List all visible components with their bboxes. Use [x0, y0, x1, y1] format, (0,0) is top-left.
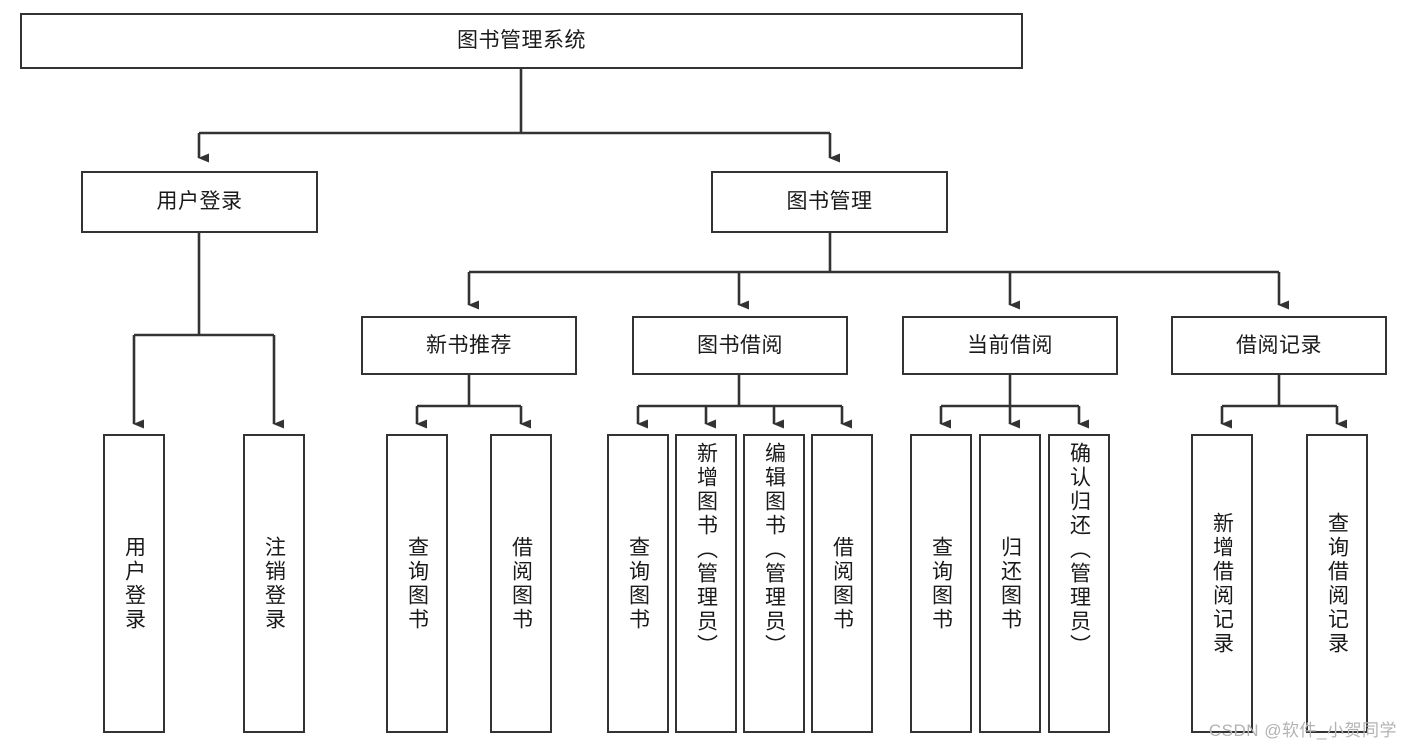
node-leaf-query-book-recommend[interactable]: 查询图书: [386, 434, 448, 733]
node-label: 用户登录: [156, 190, 243, 214]
node-label: 图书管理: [786, 190, 873, 214]
node-current-borrow[interactable]: 当前借阅: [902, 316, 1118, 375]
node-label: 新增图书（管理员）: [694, 442, 718, 658]
node-leaf-borrow-book-recommend[interactable]: 借阅图书: [490, 434, 552, 733]
node-book-borrow[interactable]: 图书借阅: [632, 316, 848, 375]
node-label: 新书推荐: [426, 333, 512, 357]
node-label: 当前借阅: [967, 333, 1053, 357]
node-label: 借阅记录: [1236, 333, 1322, 357]
node-leaf-user-login[interactable]: 用户登录: [103, 434, 165, 733]
node-leaf-borrow-book[interactable]: 借阅图书: [811, 434, 873, 733]
node-label: 确认归还（管理员）: [1067, 442, 1091, 658]
node-leaf-return-book[interactable]: 归还图书: [979, 434, 1041, 733]
node-label: 编辑图书（管理员）: [762, 442, 786, 658]
node-label: 图书借阅: [697, 333, 783, 357]
node-leaf-query-book-borrow[interactable]: 查询图书: [607, 434, 669, 733]
node-new-book-recommend[interactable]: 新书推荐: [361, 316, 577, 375]
node-label: 查询图书: [626, 535, 650, 632]
node-book-management[interactable]: 图书管理: [711, 171, 948, 233]
node-leaf-edit-book-admin[interactable]: 编辑图书（管理员）: [743, 434, 805, 733]
node-label: 查询图书: [929, 535, 953, 632]
node-label: 注销登录: [262, 535, 286, 632]
node-leaf-query-borrow-record[interactable]: 查询借阅记录: [1306, 434, 1368, 733]
node-root-book-management-system[interactable]: 图书管理系统: [20, 13, 1023, 69]
node-borrow-record[interactable]: 借阅记录: [1171, 316, 1387, 375]
node-label: 借阅图书: [830, 535, 854, 632]
node-label: 用户登录: [122, 535, 146, 632]
node-leaf-add-book-admin[interactable]: 新增图书（管理员）: [675, 434, 737, 733]
node-label: 图书管理系统: [457, 29, 586, 53]
node-user-login[interactable]: 用户登录: [81, 171, 318, 233]
node-label: 归还图书: [998, 535, 1022, 632]
node-label: 新增借阅记录: [1210, 511, 1234, 656]
watermark-text: CSDN @软件_小贺同学: [1208, 721, 1397, 740]
node-label: 查询图书: [405, 535, 429, 632]
node-leaf-add-borrow-record[interactable]: 新增借阅记录: [1191, 434, 1253, 733]
node-label: 借阅图书: [509, 535, 533, 632]
node-label: 查询借阅记录: [1325, 511, 1349, 656]
node-leaf-user-logout[interactable]: 注销登录: [243, 434, 305, 733]
node-leaf-confirm-return-admin[interactable]: 确认归还（管理员）: [1048, 434, 1110, 733]
node-leaf-query-book-current[interactable]: 查询图书: [910, 434, 972, 733]
